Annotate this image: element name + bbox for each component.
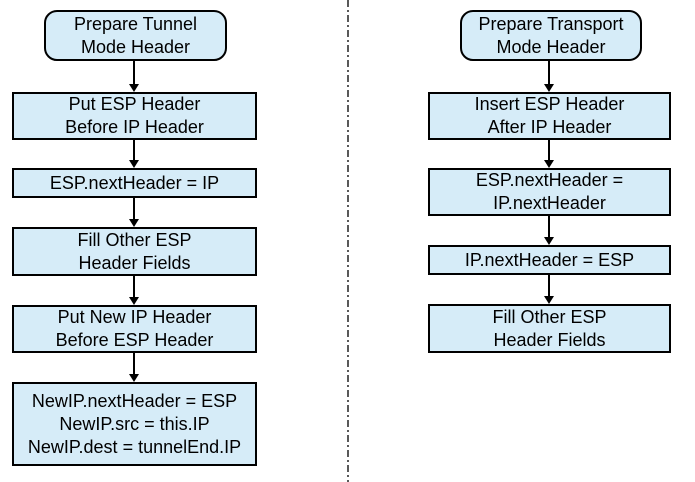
node-line: Before IP Header	[65, 117, 204, 137]
node-line: Fill Other ESP	[492, 306, 607, 327]
node-line: Prepare Tunnel	[73, 13, 198, 34]
node-newip-assignments: NewIP.nextHeader = ESP NewIP.src = this.…	[12, 382, 257, 466]
node-line: NewIP.src = this.IP	[59, 413, 210, 434]
node-line: After IP Header	[487, 117, 612, 137]
node-prepare-tunnel-mode-header: Prepare Tunnel Mode Header	[44, 10, 227, 61]
flow-arrow	[548, 140, 550, 160]
flow-arrow	[133, 353, 135, 374]
node-line: ESP.nextHeader =	[475, 170, 624, 190]
node-line: Before ESP Header	[55, 330, 214, 350]
node-esp-nextheader-equals-ip-nextheader: ESP.nextHeader = IP.nextHeader	[428, 168, 671, 216]
flow-arrow	[133, 198, 135, 219]
node-line: Mode Header	[80, 36, 191, 57]
node-prepare-transport-mode-header: Prepare Transport Mode Header	[460, 10, 642, 61]
node-line: Fill Other ESP	[77, 229, 192, 250]
node-line: IP.nextHeader	[493, 193, 606, 213]
node-insert-esp-header-after-ip-header: Insert ESP Header After IP Header	[428, 92, 671, 140]
node-line: Prepare Transport	[478, 13, 624, 34]
node-line: Put ESP Header	[68, 94, 201, 114]
node-fill-other-esp-header-fields-tunnel: Fill Other ESP Header Fields	[12, 227, 257, 276]
flow-arrow	[548, 216, 550, 237]
flow-arrow	[133, 61, 135, 84]
node-line: Put New IP Header	[57, 307, 212, 327]
flow-arrow	[133, 140, 135, 160]
node-line: Insert ESP Header	[474, 94, 625, 114]
node-line: Mode Header	[496, 36, 606, 57]
node-line: NewIP.nextHeader = ESP	[31, 390, 238, 411]
flow-arrow	[548, 275, 550, 296]
node-ip-nextheader-equals-esp: IP.nextHeader = ESP	[428, 245, 671, 275]
node-line: ESP.nextHeader = IP	[49, 172, 220, 193]
node-put-new-ip-header-before-esp-header: Put New IP Header Before ESP Header	[12, 305, 257, 353]
node-line: Header Fields	[78, 252, 191, 273]
node-line: IP.nextHeader = ESP	[464, 249, 635, 270]
node-fill-other-esp-header-fields-transport: Fill Other ESP Header Fields	[428, 304, 671, 353]
node-esp-nextheader-equals-ip: ESP.nextHeader = IP	[12, 168, 257, 198]
column-separator-line	[347, 0, 349, 482]
node-line: NewIP.dest = tunnelEnd.IP	[27, 436, 242, 457]
node-line: Header Fields	[493, 329, 606, 350]
flow-arrow	[548, 61, 550, 84]
flow-arrow	[133, 276, 135, 297]
node-put-esp-header-before-ip-header: Put ESP Header Before IP Header	[12, 92, 257, 140]
